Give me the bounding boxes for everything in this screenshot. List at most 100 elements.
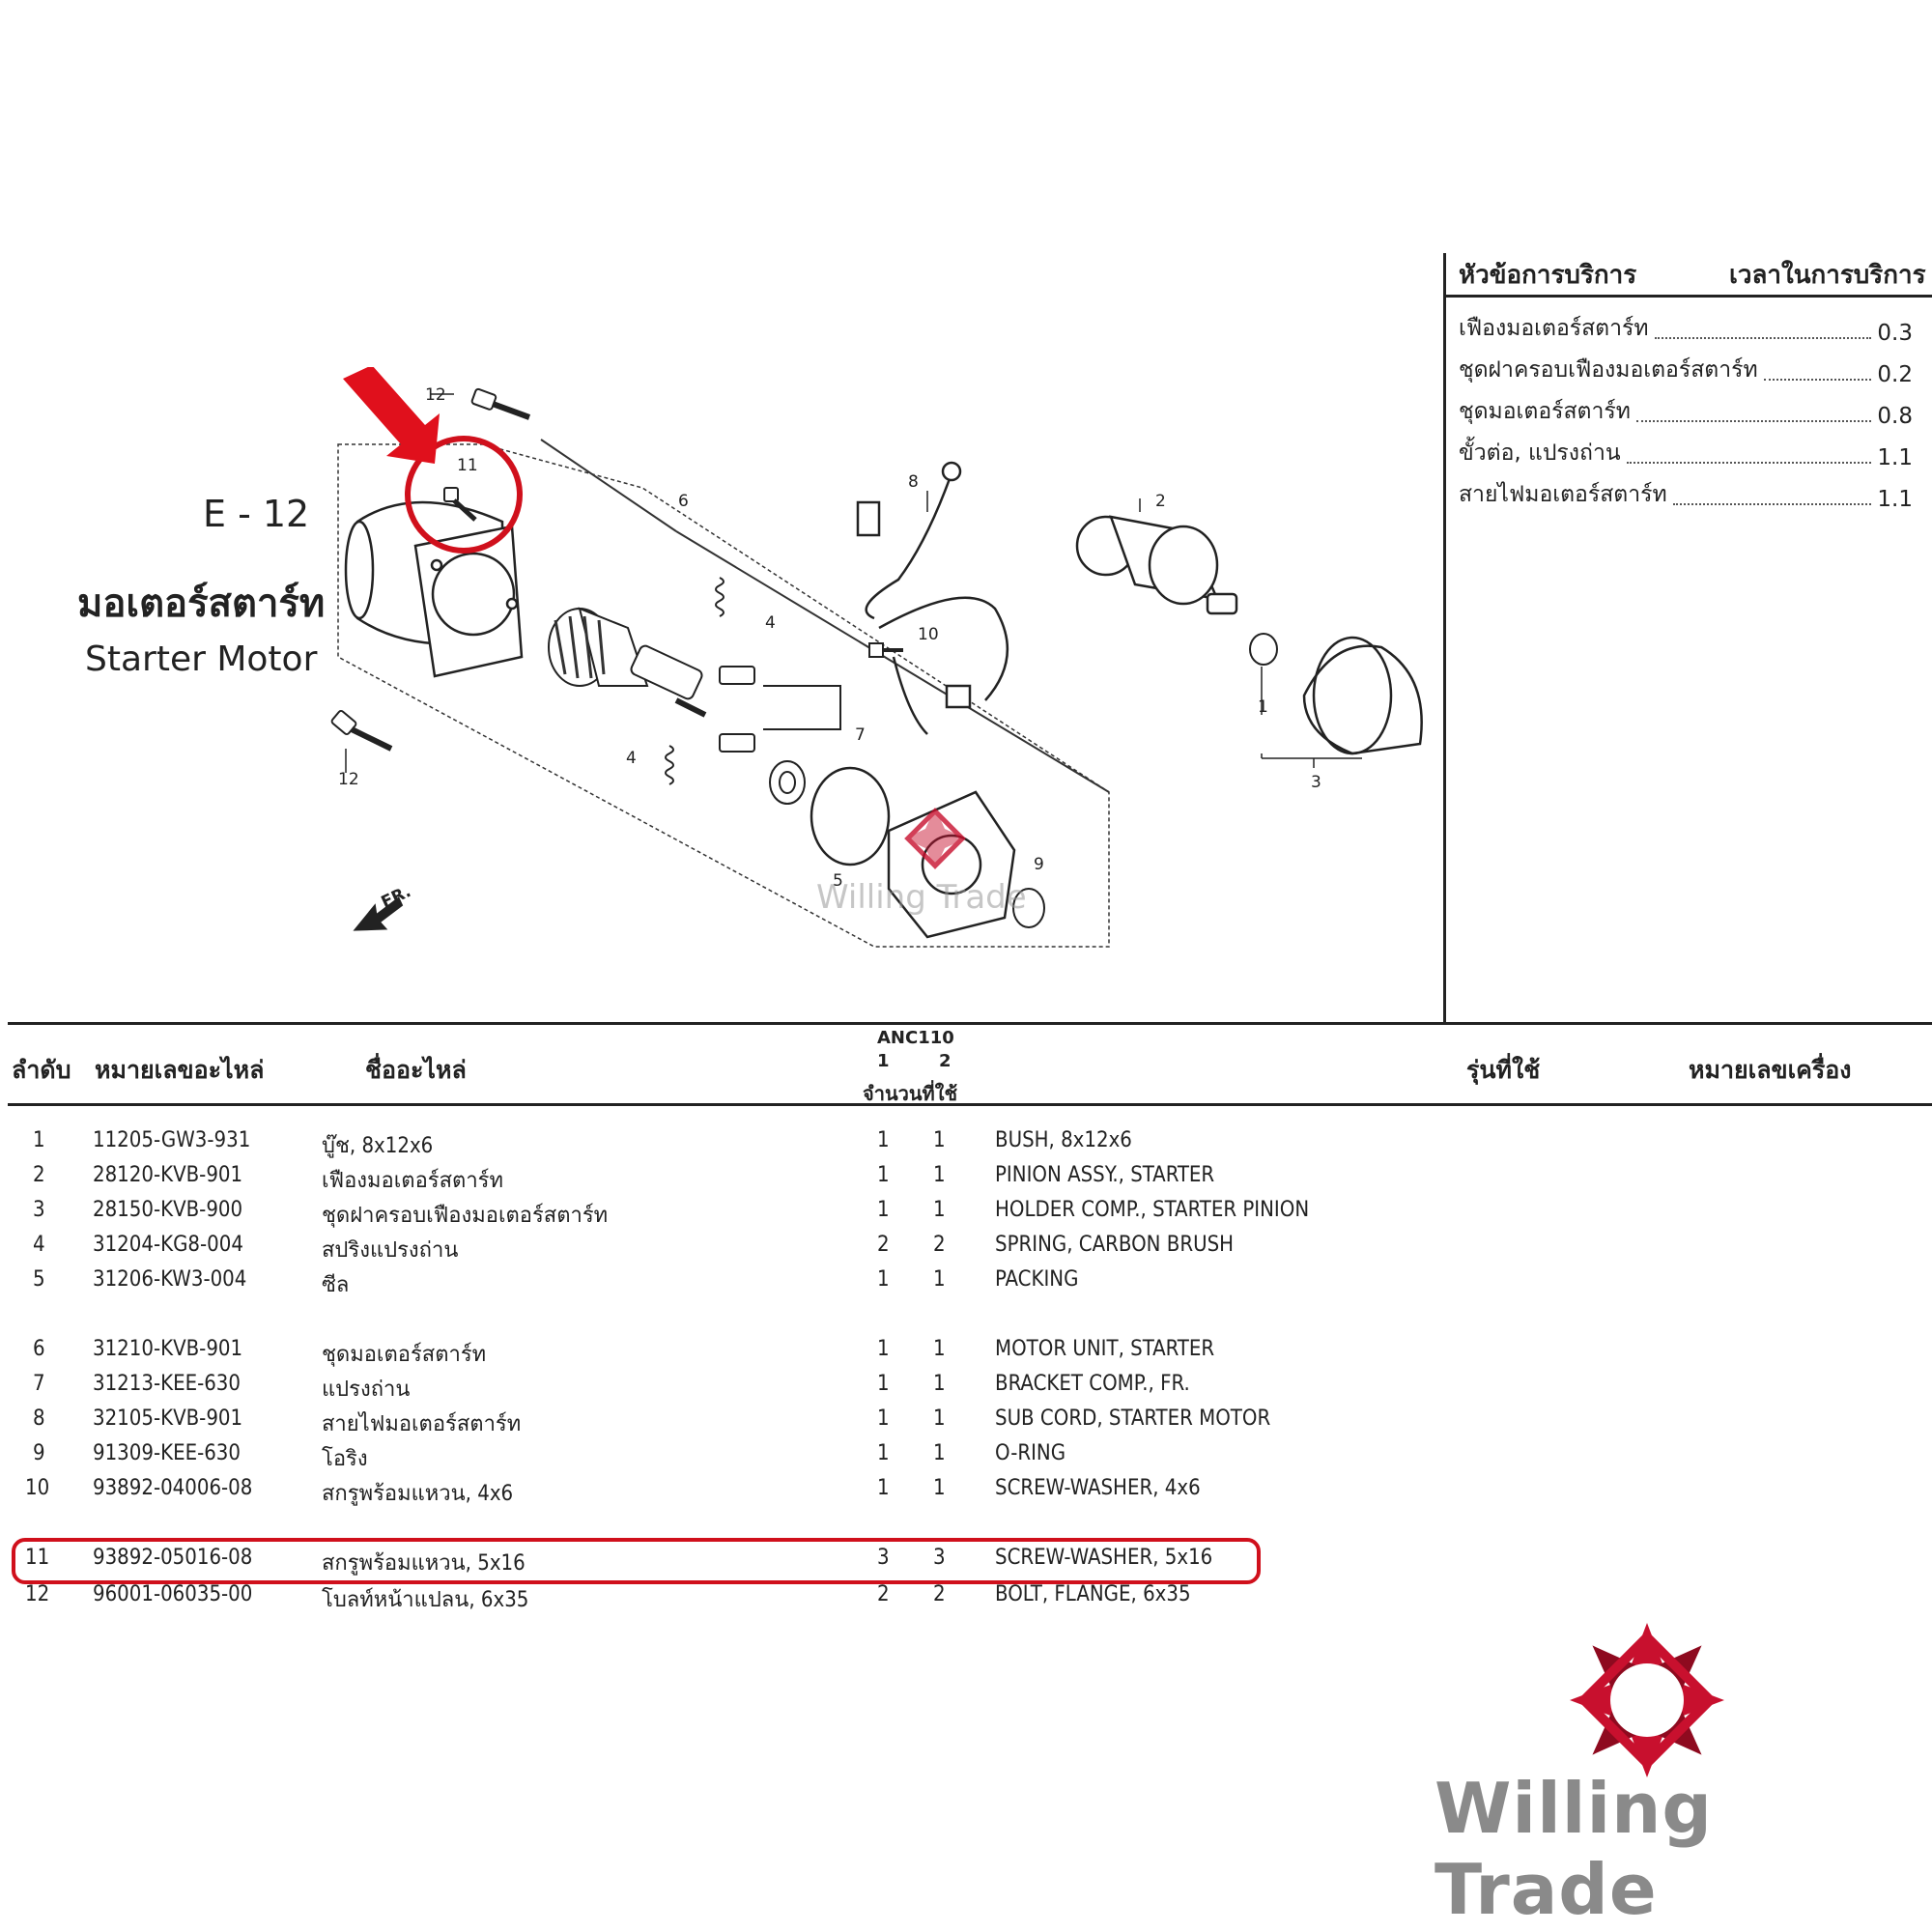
table-header-rule	[8, 1103, 1932, 1106]
row-qty-1: 2	[877, 1582, 890, 1606]
service-time: 0.8	[1877, 404, 1913, 429]
service-row: ชุดมอเตอร์สตาร์ท 0.8	[1459, 394, 1913, 429]
row-no: 5	[33, 1267, 45, 1292]
carbon-brush-spring-lower	[665, 745, 674, 785]
service-item-header: หัวข้อการบริการ	[1459, 261, 1637, 290]
row-qty-2: 1	[933, 1441, 946, 1465]
pinion-holder-cover	[1302, 636, 1423, 755]
assembly-frame	[337, 439, 1110, 948]
col-header-part-no: หมายเลขอะไหล่	[95, 1056, 265, 1084]
bearing	[769, 760, 806, 805]
table-row: 8 32105-KVB-901 สายไฟมอเตอร์สตาร์ท 1 1 SUB CO…	[0, 1406, 1932, 1439]
service-time: 1.1	[1877, 445, 1913, 470]
watermark-text: Willing Trade	[816, 878, 1027, 917]
col-header-engine-no: หมายเลขเครื่อง	[1689, 1056, 1852, 1084]
service-time-header: เวลาในการบริการ	[1729, 261, 1926, 290]
row-part-no: 93892-04006-08	[93, 1476, 253, 1500]
row-qty-1: 1	[877, 1267, 890, 1292]
carbon-brush-spring-upper	[715, 577, 724, 617]
row-name-th: ชุดฝาครอบเฟืองมอเตอร์สตาร์ท	[322, 1204, 609, 1228]
row-qty-2: 1	[933, 1163, 946, 1187]
row-no: 2	[33, 1163, 45, 1187]
title-english: Starter Motor	[85, 639, 318, 679]
row-name-en: BUSH, 8x12x6	[995, 1128, 1132, 1152]
row-qty-1: 1	[877, 1198, 890, 1222]
row-qty-1: 1	[877, 1441, 890, 1465]
callout-number: 8	[908, 472, 919, 492]
row-qty-2: 3	[933, 1546, 946, 1570]
col-header-qty: จำนวนที่ใช้	[863, 1082, 958, 1105]
row-name-en: SPRING, CARBON BRUSH	[995, 1233, 1235, 1257]
callout-number: 5	[833, 871, 843, 891]
callout-number: 2	[1155, 492, 1166, 511]
bush	[1249, 633, 1278, 666]
row-qty-2: 1	[933, 1476, 946, 1500]
callout-number: 1	[1258, 697, 1268, 717]
armature	[548, 607, 707, 718]
row-name-en: PACKING	[995, 1267, 1079, 1292]
row-name-th: สายไฟมอเตอร์สตาร์ท	[322, 1412, 522, 1436]
row-qty-2: 1	[933, 1372, 946, 1396]
leader-lines	[345, 393, 1362, 773]
col-header-used-models: รุ่นที่ใช้	[1466, 1056, 1541, 1084]
row-part-no: 91309-KEE-630	[93, 1441, 241, 1465]
row-part-no: 11205-GW3-931	[93, 1128, 251, 1152]
row-name-en: HOLDER COMP., STARTER PINION	[995, 1198, 1310, 1222]
callout-number: 12	[338, 770, 359, 789]
col-header-variant-2: 2	[939, 1051, 952, 1071]
callout-number: 6	[678, 492, 689, 511]
row-name-th: ซีล	[322, 1273, 350, 1297]
col-header-model: ANC110	[877, 1028, 954, 1048]
screw-washer-10	[868, 642, 903, 658]
row-name-en: BRACKET COMP., FR.	[995, 1372, 1190, 1396]
row-name-en: SCREW-WASHER, 5x16	[995, 1546, 1213, 1570]
row-part-no: 31213-KEE-630	[93, 1372, 241, 1396]
packing-ring	[810, 766, 891, 867]
col-header-name: ชื่ออะไหล่	[365, 1056, 467, 1084]
row-name-en: MOTOR UNIT, STARTER	[995, 1337, 1215, 1361]
row-name-th: สปริงแปรงถ่าน	[322, 1238, 459, 1263]
row-name-th: ชุดมอเตอร์สตาร์ท	[322, 1343, 487, 1367]
row-no: 1	[33, 1128, 45, 1152]
row-name-en: SUB CORD, STARTER MOTOR	[995, 1406, 1271, 1431]
row-qty-1: 1	[877, 1372, 890, 1396]
row-qty-1: 1	[877, 1128, 890, 1152]
row-qty-1: 1	[877, 1163, 890, 1187]
row-no: 8	[33, 1406, 45, 1431]
row-part-no: 28120-KVB-901	[93, 1163, 243, 1187]
row-qty-2: 1	[933, 1337, 946, 1361]
row-name-th: สกรูพร้อมแหวน, 5x16	[322, 1551, 526, 1576]
row-qty-2: 1	[933, 1406, 946, 1431]
callout-number: 10	[918, 625, 939, 644]
service-name: เฟืองมอเตอร์สตาร์ท	[1459, 316, 1649, 341]
service-panel-divider	[1443, 253, 1446, 1022]
row-qty-1: 1	[877, 1406, 890, 1431]
callout-number: 4	[626, 749, 637, 768]
service-name: ชุดมอเตอร์สตาร์ท	[1459, 399, 1631, 424]
service-time: 1.1	[1877, 487, 1913, 512]
starter-pinion	[1075, 515, 1238, 615]
row-name-en: PINION ASSY., STARTER	[995, 1163, 1215, 1187]
row-name-th: เฟืองมอเตอร์สตาร์ท	[322, 1169, 503, 1193]
brand-name: Willing Trade	[1435, 1768, 1713, 1930]
row-no: 11	[25, 1546, 50, 1570]
callout-number: 12	[425, 385, 446, 405]
row-no: 7	[33, 1372, 45, 1396]
row-qty-1: 1	[877, 1337, 890, 1361]
row-highlight-11	[12, 1538, 1261, 1584]
callout-number: 4	[765, 613, 776, 633]
row-name-th: สกรูพร้อมแหวน, 4x6	[322, 1482, 514, 1506]
row-part-no: 32105-KVB-901	[93, 1406, 243, 1431]
col-header-variant-1: 1	[877, 1051, 890, 1071]
